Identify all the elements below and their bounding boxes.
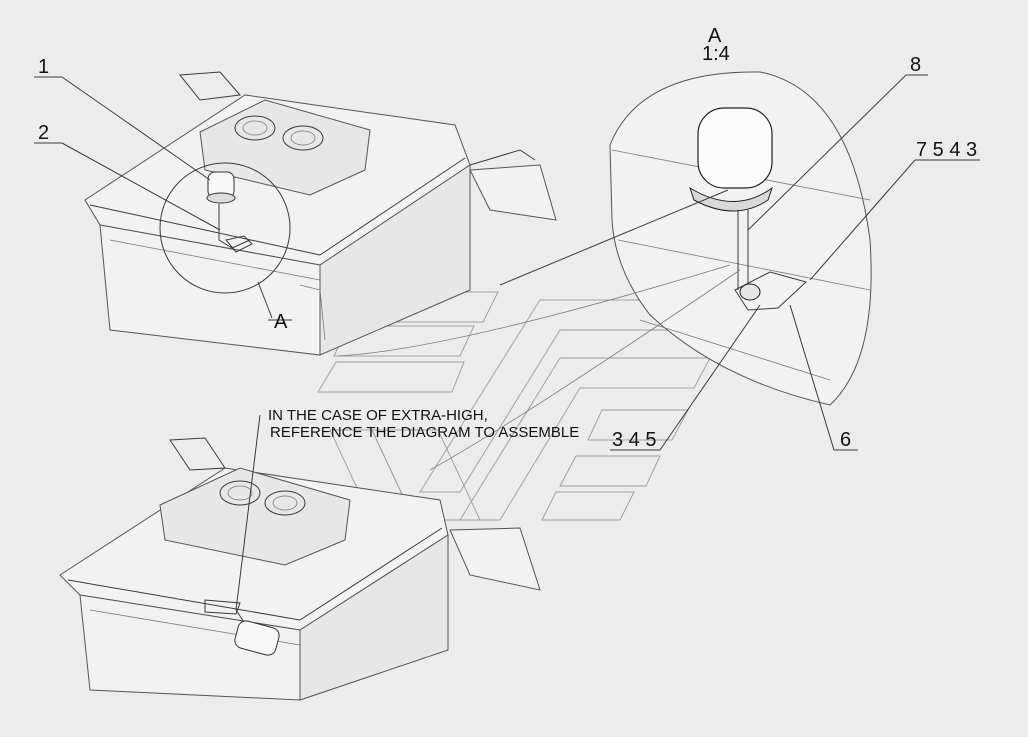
callout-7543: 7 5 4 3 (916, 139, 977, 161)
leader-lines (34, 74, 980, 611)
machine-bottom-view (59, 437, 541, 701)
note-line-1: IN THE CASE OF EXTRA-HIGH, (268, 407, 488, 424)
detail-circle-a (159, 162, 291, 294)
callout-8: 8 (910, 54, 921, 76)
small-beacon (206, 171, 253, 253)
large-beacon (689, 107, 807, 311)
detail-scale: 1:4 (702, 43, 730, 65)
callout-345: 3 4 5 (612, 429, 656, 451)
note-line-2: REFERENCE THE DIAGRAM TO ASSEMBLE (270, 424, 579, 441)
callout-2: 2 (38, 122, 49, 144)
callout-6: 6 (840, 429, 851, 451)
horizontal-beacon (204, 599, 280, 656)
detail-label: A (708, 25, 722, 47)
detail-view-a (609, 71, 872, 406)
callout-view-a: A (274, 311, 288, 333)
machine-top-view (84, 71, 557, 356)
callout-1: 1 (38, 56, 49, 78)
